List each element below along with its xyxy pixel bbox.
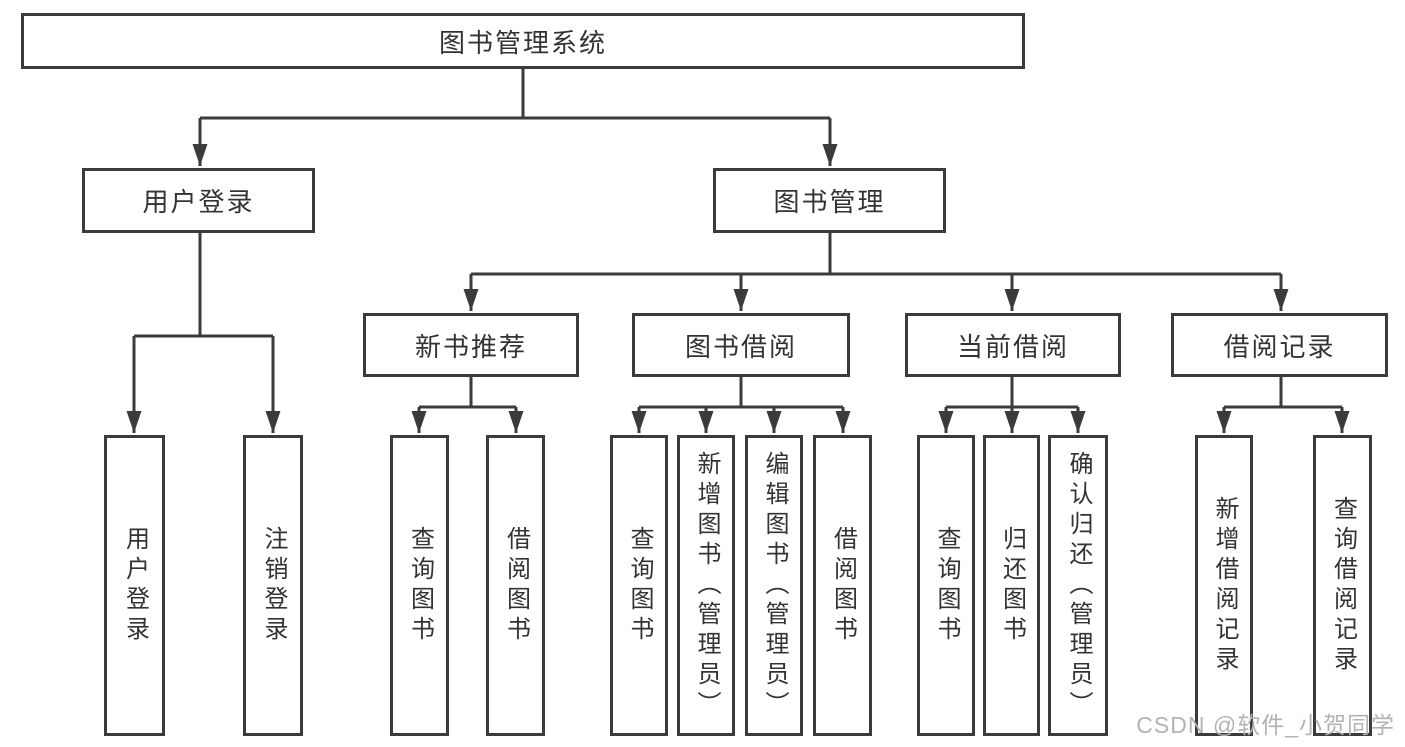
leaf-return-book-label: 归还图书	[998, 525, 1026, 646]
leaf-confirm-return-admin-label: 确认归还（管理员）	[1065, 450, 1092, 721]
node-library-system-label: 图书管理系统	[438, 27, 607, 58]
leaf-user-login-label: 用户登录	[121, 525, 149, 646]
node-book-management: 图书管理	[713, 168, 946, 233]
node-book-borrowing-label: 图书借阅	[684, 331, 797, 362]
leaf-add-borrow-record: 新增借阅记录	[1195, 435, 1253, 736]
node-borrowing-records: 借阅记录	[1171, 313, 1388, 377]
leaf-add-borrow-record-label: 新增借阅记录	[1211, 495, 1238, 676]
leaf-borrow-books-borrowing-label: 借阅图书	[829, 525, 857, 646]
leaf-query-books-recommend: 查询图书	[390, 435, 449, 736]
node-current-borrowing: 当前借阅	[905, 313, 1121, 377]
node-current-borrowing-label: 当前借阅	[956, 331, 1069, 362]
leaf-user-login: 用户登录	[104, 435, 165, 736]
leaf-query-borrow-record: 查询借阅记录	[1313, 435, 1372, 736]
leaf-borrow-books-recommend-label: 借阅图书	[502, 525, 530, 646]
leaf-borrow-books-recommend: 借阅图书	[486, 435, 545, 736]
node-borrowing-records-label: 借阅记录	[1223, 331, 1336, 362]
node-book-borrowing: 图书借阅	[632, 313, 850, 377]
leaf-query-books-borrowing-label: 查询图书	[626, 525, 653, 646]
leaf-query-books-borrowing: 查询图书	[610, 435, 668, 736]
leaf-edit-book-admin-label: 编辑图书（管理员）	[761, 450, 788, 721]
leaf-query-books-current-label: 查询图书	[933, 525, 960, 646]
node-new-book-recommend: 新书推荐	[363, 313, 579, 377]
node-library-system: 图书管理系统	[21, 13, 1025, 69]
node-user-login: 用户登录	[82, 168, 315, 233]
csdn-watermark: CSDN @软件_小贺同学	[1136, 712, 1395, 738]
leaf-logout-label: 注销登录	[260, 525, 287, 646]
leaf-confirm-return-admin: 确认归还（管理员）	[1048, 435, 1108, 736]
leaf-query-borrow-record-label: 查询借阅记录	[1329, 495, 1357, 676]
leaf-logout: 注销登录	[243, 435, 303, 736]
node-new-book-recommend-label: 新书推荐	[414, 331, 527, 362]
leaf-borrow-books-borrowing: 借阅图书	[813, 435, 872, 736]
node-user-login-label: 用户登录	[142, 187, 255, 217]
node-book-management-label: 图书管理	[773, 187, 886, 217]
leaf-add-book-admin-label: 新增图书（管理员）	[693, 450, 720, 721]
leaf-query-books-recommend-label: 查询图书	[406, 525, 434, 646]
leaf-add-book-admin: 新增图书（管理员）	[677, 435, 735, 736]
leaf-query-books-current: 查询图书	[917, 435, 975, 736]
leaf-return-book: 归还图书	[983, 435, 1040, 736]
leaf-edit-book-admin: 编辑图书（管理员）	[745, 435, 803, 736]
